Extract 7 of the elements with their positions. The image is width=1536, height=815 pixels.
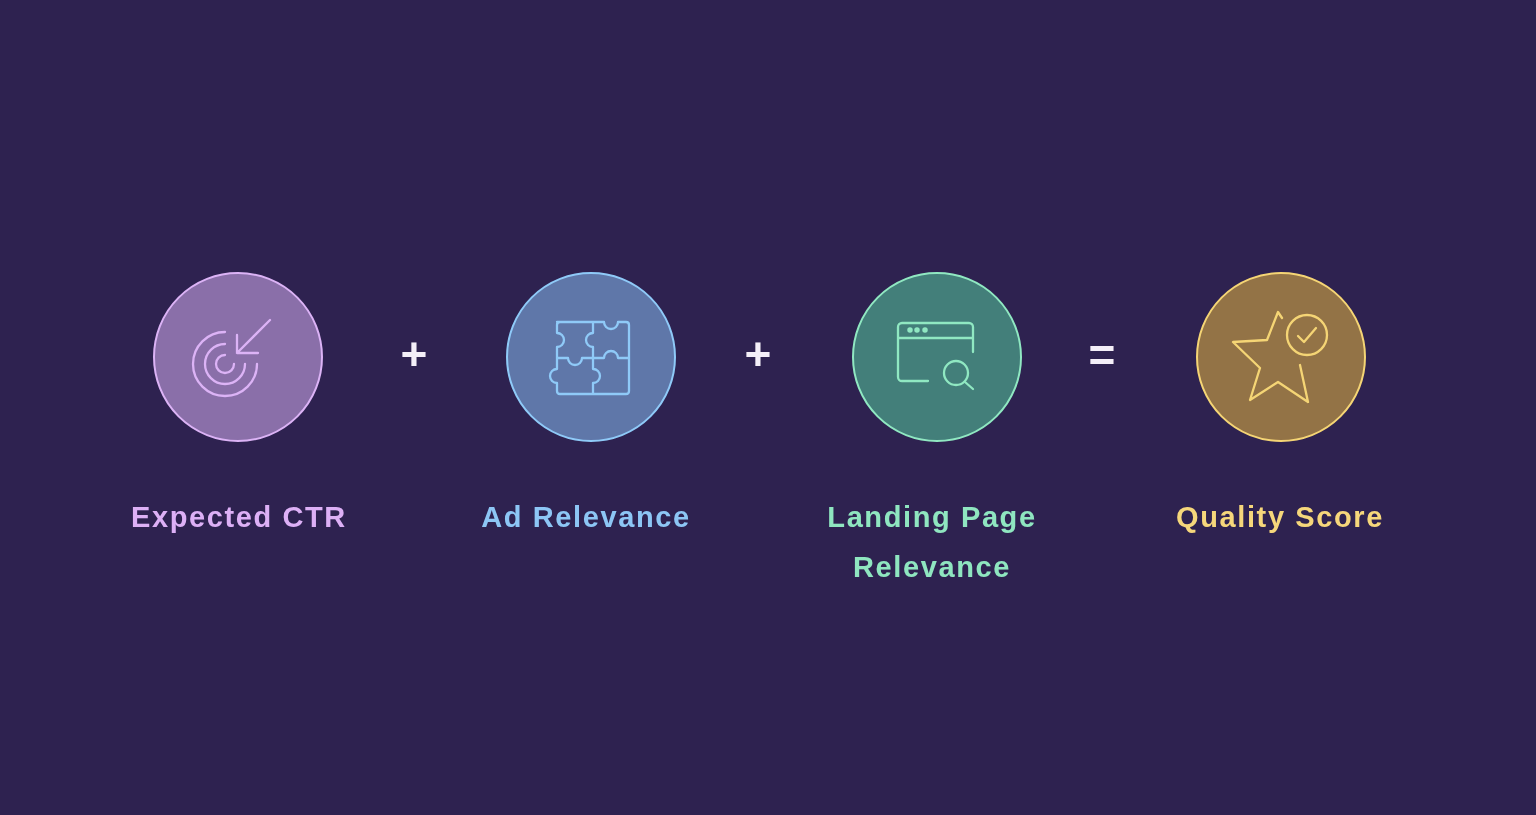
math-operator: + [744,331,772,377]
node-label: Landing Page Relevance [827,501,1037,583]
node-label: Quality Score [1176,501,1384,533]
math-operator: + [400,331,428,377]
node-label: Ad Relevance [481,501,691,533]
node-label: Expected CTR [131,501,347,533]
math-operator: = [1088,332,1116,378]
